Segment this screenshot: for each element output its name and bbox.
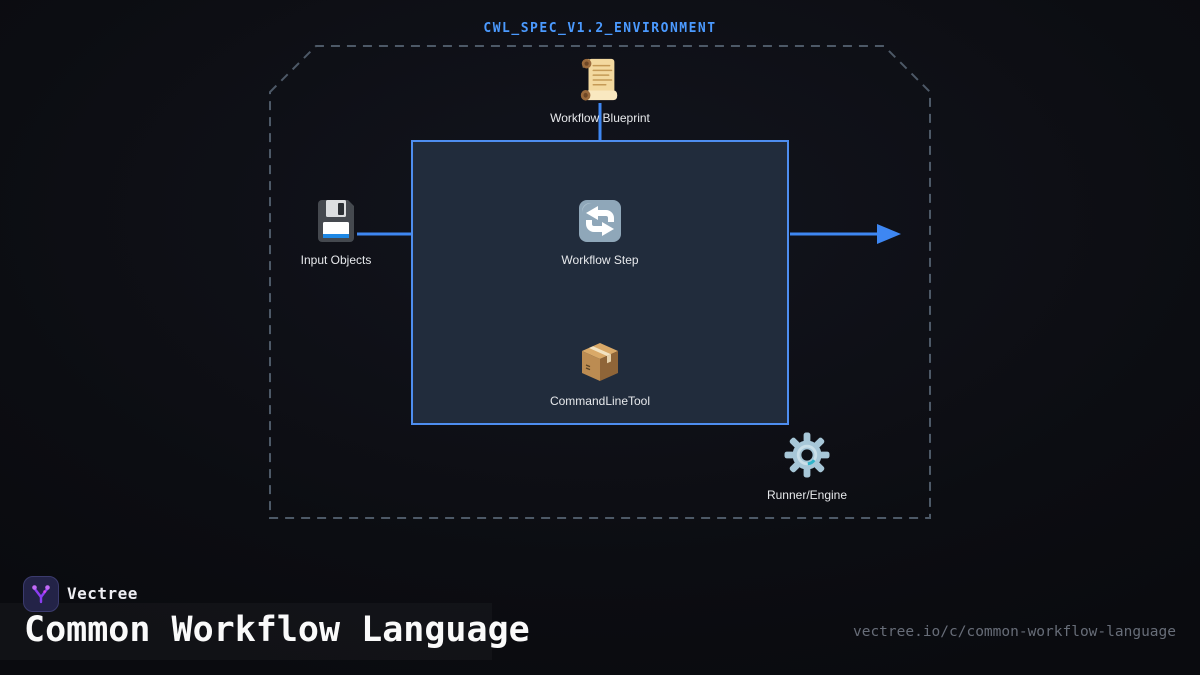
workflow-step-label: Workflow Step	[561, 253, 639, 267]
brand-name: Vectree	[67, 584, 138, 603]
page-url: vectree.io/c/common-workflow-language	[852, 624, 1176, 640]
scroll-icon	[580, 58, 618, 101]
command-line-tool-label: CommandLineTool	[549, 394, 651, 408]
environment-title: CWL_SPEC_V1.2_ENVIRONMENT	[483, 21, 717, 36]
environment-boundary	[269, 45, 931, 519]
output-arrowhead	[877, 224, 901, 244]
blueprint-label: Workflow Blueprint	[550, 111, 650, 125]
gear-icon	[784, 432, 830, 478]
input-objects-label: Input Objects	[300, 253, 372, 267]
runner-engine-label: Runner/Engine	[766, 488, 848, 502]
package-icon	[582, 343, 618, 381]
arrows-cycle-icon	[579, 200, 621, 242]
page-title: Common Workflow Language	[24, 610, 530, 650]
vectree-logo-icon	[32, 585, 50, 604]
floppy-disk-icon	[318, 200, 354, 242]
brand-logo	[23, 576, 59, 612]
